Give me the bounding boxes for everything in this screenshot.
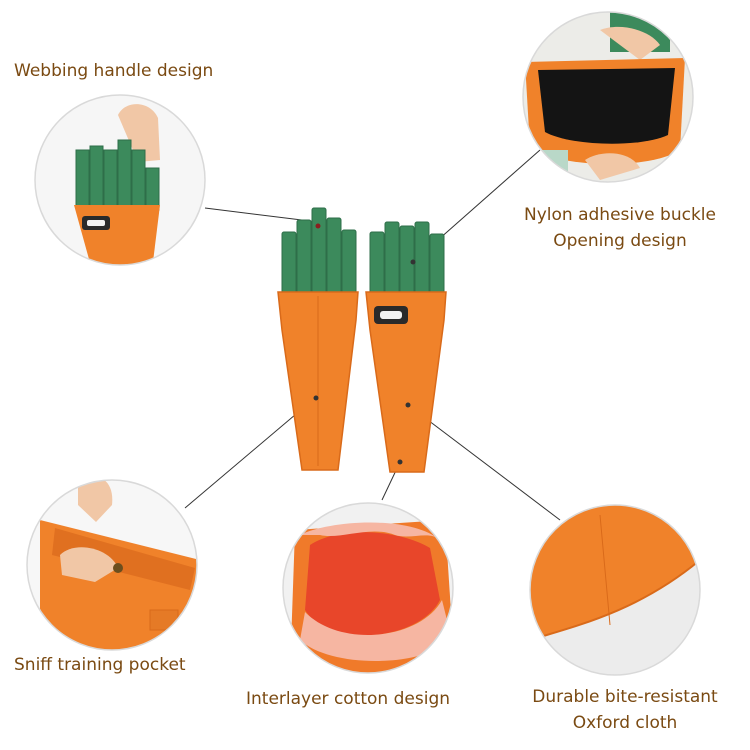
nylon-buckle-detail [522,11,694,183]
callout-interlayer-cotton: Interlayer cotton design [246,689,451,709]
oxford-cloth-detail [529,504,701,676]
callout-nylon-line1: Nylon adhesive buckle [524,205,716,225]
sniff-pocket-detail [26,479,198,651]
interlayer-cotton-detail [282,502,454,674]
callout-sniff-pocket: Sniff training pocket [14,655,186,675]
callout-nylon-buckle: Nylon adhesive buckle Opening design [495,202,745,254]
callout-durable-line1: Durable bite-resistant [532,687,718,707]
callout-nylon-line2: Opening design [553,231,687,251]
right-carrot-toy [365,221,447,473]
callout-durable-line2: Oxford cloth [572,713,678,733]
callout-webbing-handle: Webbing handle design [14,61,214,81]
left-carrot-toy [277,207,359,471]
callout-durable-cloth: Durable bite-resistant Oxford cloth [500,684,750,736]
webbing-handle-detail [34,94,206,266]
